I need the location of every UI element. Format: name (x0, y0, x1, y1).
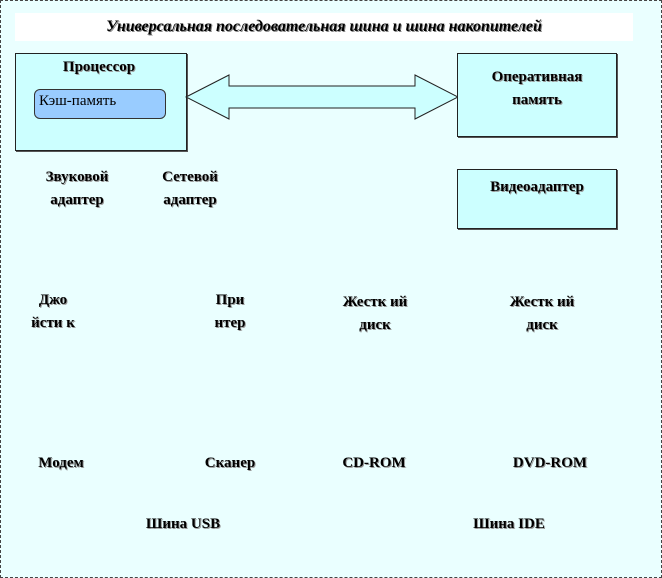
dvd-rom-label: DVD-ROM (512, 455, 588, 471)
processor-box: Процессор Кэш-память (15, 53, 187, 151)
joystick-label: Джо йсти к (31, 292, 75, 331)
sound-adapter-label: Звуковой адаптер (45, 169, 109, 208)
processor-label: Процессор (62, 59, 136, 75)
hard-disk-label-2: Жестк ий диск (509, 294, 575, 333)
cd-rom-label: CD-ROM (342, 455, 406, 471)
bidirectional-arrow-icon (185, 74, 459, 120)
scanner-label: Сканер (204, 455, 256, 471)
modem-label: Модем (38, 455, 84, 471)
cache-memory-box: Кэш-память (34, 89, 166, 119)
usb-bus-label: Шина USB (145, 516, 221, 532)
video-adapter-box: Видеоадаптер (457, 169, 617, 229)
ram-label: Оперативная память (491, 69, 583, 108)
video-adapter-label: Видеоадаптер (490, 179, 584, 195)
network-adapter-label: Сетевой адаптер (162, 169, 218, 208)
ram-box: Оперативная память (457, 53, 617, 137)
hard-disk-label-1: Жестк ий диск (342, 294, 408, 333)
printer-label: При нтер (214, 292, 246, 331)
ide-bus-label: Шина IDE (473, 516, 545, 532)
diagram-title: Универсальная последовательная шина и ши… (106, 18, 542, 35)
title-bar: Универсальная последовательная шина и ши… (15, 13, 633, 41)
